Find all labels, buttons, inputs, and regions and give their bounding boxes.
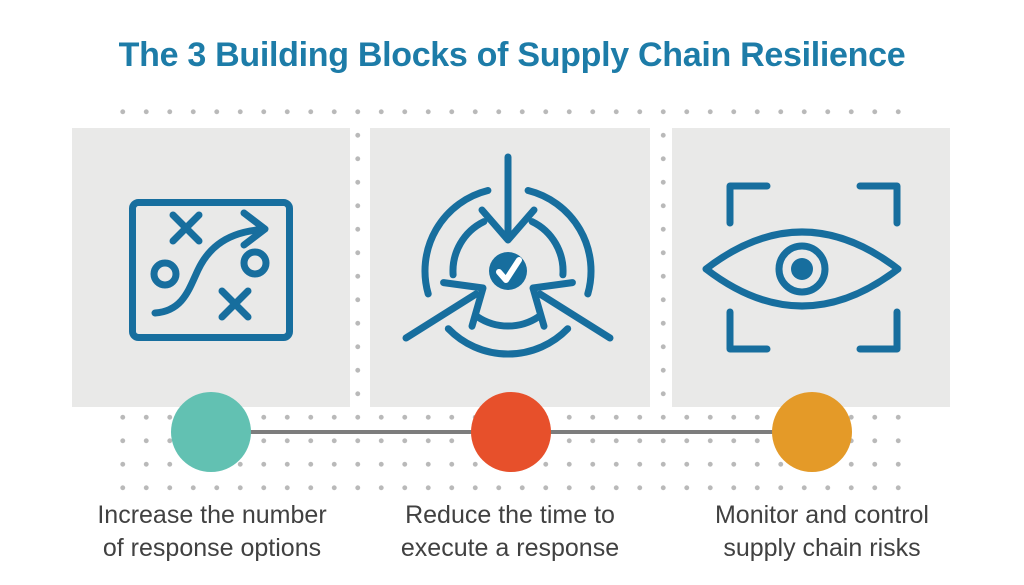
step-marker-1 bbox=[171, 392, 251, 472]
caption-line: supply chain risks bbox=[723, 534, 921, 562]
caption-line: Increase the number bbox=[97, 501, 327, 529]
caption-line: execute a response bbox=[400, 534, 620, 562]
card-risk-monitoring bbox=[672, 128, 950, 407]
caption-execution-time: Reduce the time to execute a response bbox=[350, 499, 670, 565]
page-title: The 3 Building Blocks of Supply Chain Re… bbox=[118, 36, 906, 74]
caption-line: of response options bbox=[102, 534, 322, 562]
caption-risk-monitoring: Monitor and control supply chain risks bbox=[662, 499, 982, 565]
monitored-eye-icon bbox=[702, 182, 902, 353]
strategy-board-icon bbox=[129, 199, 293, 341]
step-marker-2 bbox=[471, 392, 551, 472]
converging-arrows-check-icon bbox=[402, 153, 614, 358]
step-marker-3 bbox=[772, 392, 852, 472]
caption-line: Reduce the time to bbox=[405, 501, 615, 529]
caption-response-options: Increase the number of response options bbox=[52, 499, 372, 565]
card-response-options bbox=[72, 128, 350, 407]
card-execution-time bbox=[370, 128, 650, 407]
caption-line: Monitor and control bbox=[714, 501, 929, 529]
